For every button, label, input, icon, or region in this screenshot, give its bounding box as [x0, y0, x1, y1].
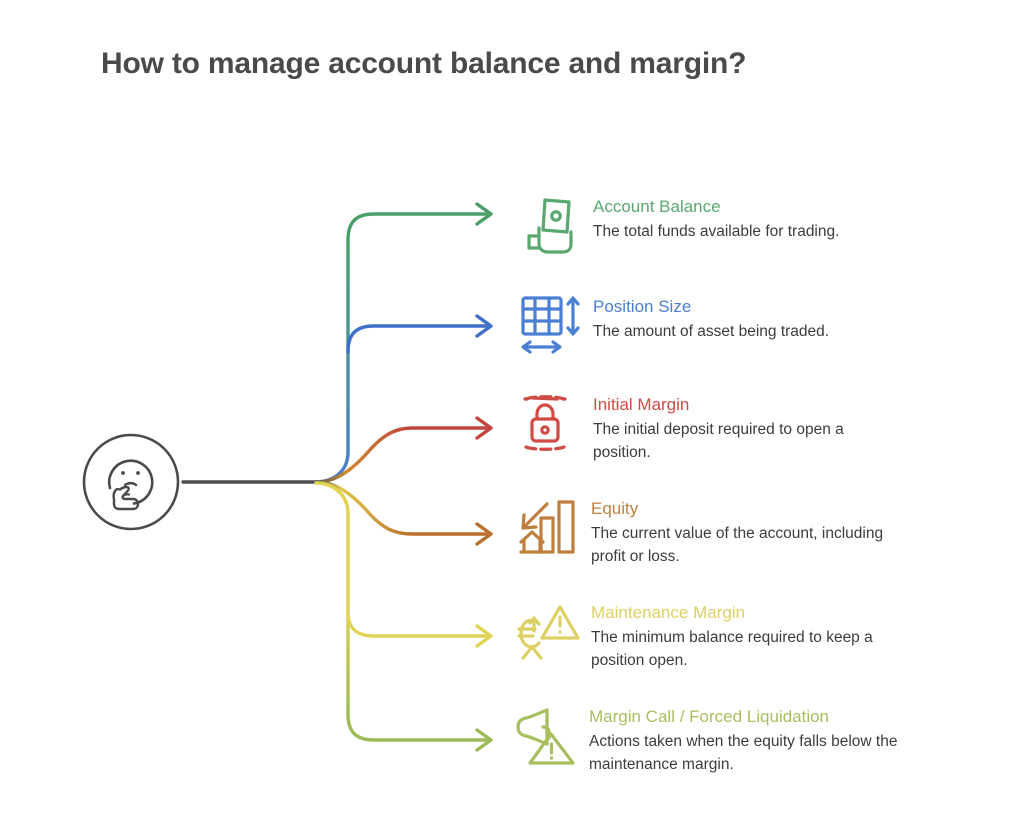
central-node[interactable] — [81, 432, 181, 532]
thinking-face-icon — [82, 433, 180, 531]
grid-resize-arrows-icon — [517, 292, 585, 360]
branch-title: Maintenance Margin — [591, 603, 746, 622]
branch-item-maintenance-margin[interactable]: Maintenance Margin The minimum balance r… — [515, 598, 896, 672]
branch-item-account-balance[interactable]: Account Balance The total funds availabl… — [517, 192, 839, 260]
branch-item-position-size[interactable]: Position Size The amount of asset being … — [517, 292, 829, 360]
branch-item-equity[interactable]: Equity The current value of the account,… — [515, 494, 896, 568]
euro-arrow-warning-icon — [515, 598, 583, 666]
branch-description: Actions taken when the equity falls belo… — [589, 733, 898, 773]
branch-title: Equity — [591, 499, 639, 518]
page-title: How to manage account balance and margin… — [101, 47, 747, 80]
branch-description: The initial deposit required to open a p… — [593, 421, 844, 461]
branch-title: Account Balance — [593, 197, 721, 216]
branch-title: Margin Call / Forced Liquidation — [589, 707, 830, 726]
branch-title: Position Size — [593, 297, 692, 316]
branch-item-margin-call[interactable]: Margin Call / Forced Liquidation Actions… — [513, 702, 939, 776]
megaphone-warning-icon — [513, 702, 581, 770]
branch-title: Initial Margin — [593, 395, 690, 414]
branch-item-initial-margin[interactable]: Initial Margin The initial deposit requi… — [517, 390, 898, 464]
branch-description: The total funds available for trading. — [593, 223, 840, 240]
branch-description: The minimum balance required to keep a p… — [591, 629, 873, 669]
branch-description: The current value of the account, includ… — [591, 525, 884, 565]
padlock-dashed-icon — [517, 390, 585, 458]
hand-holding-banknote-icon — [517, 192, 585, 260]
branch-description: The amount of asset being traded. — [593, 323, 830, 340]
bar-chart-down-arrow-house-icon — [515, 494, 583, 562]
